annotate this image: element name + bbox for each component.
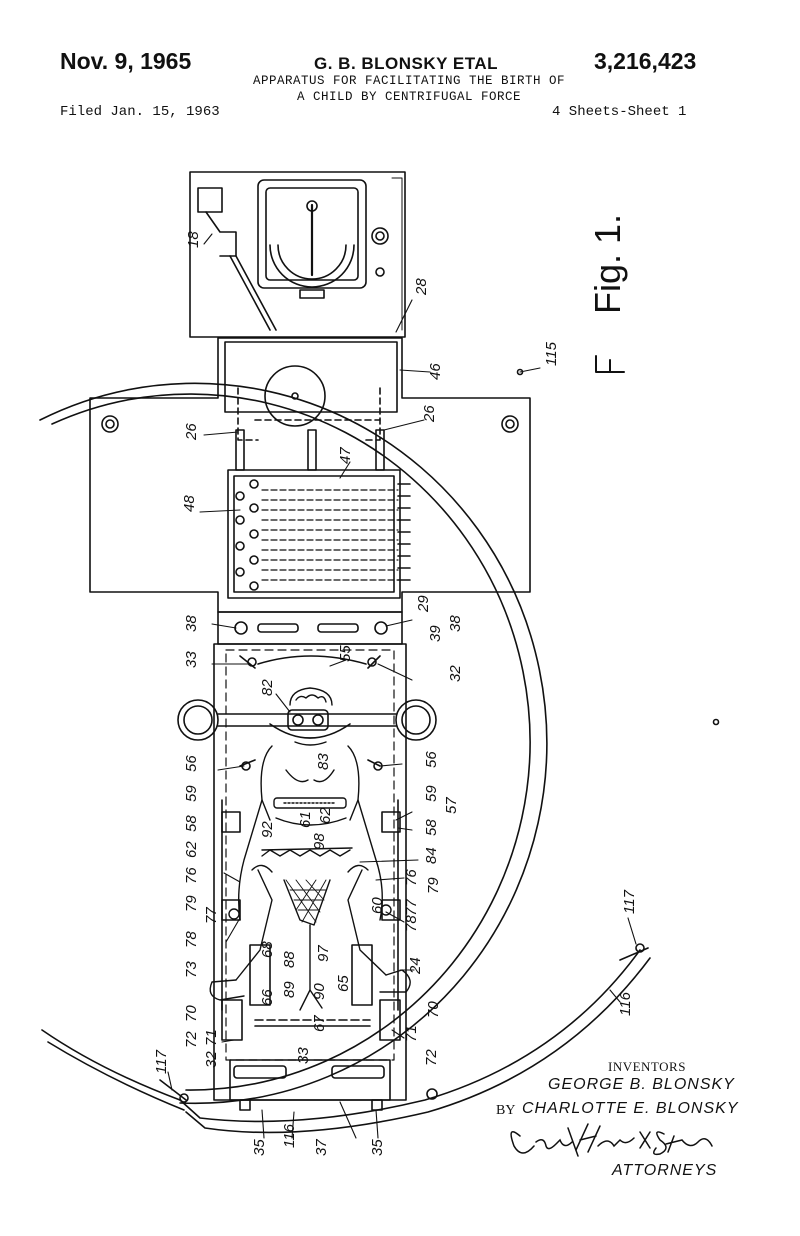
ref-97: 97 bbox=[315, 945, 332, 962]
ref-56-right: 56 bbox=[423, 751, 440, 768]
inventors-label: INVENTORS bbox=[608, 1059, 686, 1074]
inventor-charlotte-blonsky: CHARLOTTE E. BLONSKY bbox=[522, 1100, 739, 1117]
control-box bbox=[189, 171, 406, 338]
leader-lines bbox=[167, 233, 637, 1139]
ref-117-right: 117 bbox=[621, 889, 638, 914]
patient-table bbox=[213, 611, 407, 1111]
ref-58-left: 58 bbox=[183, 815, 200, 832]
ref-32-top: 32 bbox=[447, 665, 464, 682]
base-platform bbox=[89, 337, 531, 613]
ref-71-left: 71 bbox=[203, 1029, 220, 1046]
ref-60: 60 bbox=[369, 897, 386, 914]
ref-116-right: 116 bbox=[617, 991, 634, 1016]
ref-70-left: 70 bbox=[183, 1005, 200, 1022]
ref-70-right: 70 bbox=[425, 1001, 442, 1018]
ref-67: 67 bbox=[311, 1015, 328, 1032]
ref-56-left: 56 bbox=[183, 755, 200, 772]
ref-77-right: 77 bbox=[403, 899, 420, 916]
ref-39: 39 bbox=[427, 625, 444, 642]
ref-68: 68 bbox=[259, 941, 276, 958]
centrifugal-ring bbox=[39, 368, 720, 1134]
ref-26-left: 26 bbox=[183, 423, 200, 441]
ref-18: 18 bbox=[185, 231, 202, 248]
patent-date: Nov. 9, 1965 bbox=[60, 48, 192, 74]
by-label: BY bbox=[496, 1103, 516, 1118]
ref-35-left: 35 bbox=[251, 1139, 268, 1156]
head-restraint bbox=[177, 699, 437, 741]
ref-116-bottom: 116 bbox=[281, 1123, 298, 1148]
ref-38-right: 38 bbox=[447, 615, 464, 632]
attorneys-label: ATTORNEYS bbox=[612, 1162, 718, 1179]
ref-59-right: 59 bbox=[423, 785, 440, 802]
ref-83: 83 bbox=[315, 753, 332, 770]
ref-61: 61 bbox=[297, 811, 314, 828]
ref-33-bottom: 33 bbox=[295, 1047, 312, 1064]
ref-59-left: 59 bbox=[183, 785, 200, 802]
ref-58-right: 58 bbox=[423, 819, 440, 836]
ref-76-left: 76 bbox=[183, 867, 200, 884]
ref-92: 92 bbox=[259, 821, 276, 838]
attorney-signature bbox=[510, 1123, 713, 1157]
inventor-heading: G. B. BLONSKY ETAL bbox=[314, 54, 499, 73]
ref-55: 55 bbox=[337, 645, 354, 662]
ref-79-right: 79 bbox=[425, 877, 442, 894]
ref-82: 82 bbox=[259, 679, 276, 696]
drawer-unit bbox=[227, 469, 411, 599]
ref-88: 88 bbox=[281, 951, 298, 968]
ref-33-top: 33 bbox=[183, 651, 200, 668]
ref-115: 115 bbox=[543, 341, 560, 366]
ref-71-right: 71 bbox=[403, 1025, 420, 1042]
ref-37: 37 bbox=[313, 1139, 330, 1156]
sheet-count: 4 Sheets-Sheet 1 bbox=[552, 104, 687, 120]
ref-62-center: 62 bbox=[317, 807, 334, 824]
patent-title-line-2: A CHILD BY CENTRIFUGAL FORCE bbox=[296, 90, 522, 104]
ref-66: 66 bbox=[259, 989, 276, 1006]
ref-76-right: 76 bbox=[403, 869, 420, 886]
ref-24: 24 bbox=[407, 957, 424, 975]
figure-label: Fig. 1. bbox=[587, 214, 628, 314]
ref-72-right: 72 bbox=[423, 1049, 440, 1066]
ref-62-left: 62 bbox=[183, 841, 200, 858]
ref-89: 89 bbox=[281, 981, 298, 998]
figure-label-graphic bbox=[595, 355, 625, 373]
ref-78-right: 78 bbox=[403, 915, 420, 932]
patent-number: 3,216,423 bbox=[594, 48, 697, 74]
ref-32-bottom: 32 bbox=[203, 1051, 220, 1068]
ref-47: 47 bbox=[337, 447, 354, 464]
ref-90: 90 bbox=[311, 983, 328, 1000]
ref-28: 28 bbox=[413, 278, 430, 296]
filed-date: Filed Jan. 15, 1963 bbox=[60, 104, 220, 120]
ref-78-left: 78 bbox=[183, 931, 200, 948]
ref-46: 46 bbox=[427, 363, 444, 380]
ref-29: 29 bbox=[415, 595, 432, 613]
ref-79-left: 79 bbox=[183, 895, 200, 912]
ref-38-left: 38 bbox=[183, 615, 200, 632]
ref-84: 84 bbox=[423, 847, 440, 864]
ref-26-right: 26 bbox=[421, 405, 438, 423]
ref-65: 65 bbox=[335, 975, 352, 992]
ref-35-right: 35 bbox=[369, 1139, 386, 1156]
patent-title-line-1: APPARATUS FOR FACILITATING THE BIRTH OF bbox=[252, 74, 566, 88]
ref-117-left: 117 bbox=[153, 1049, 170, 1074]
ref-98: 98 bbox=[311, 833, 328, 850]
ref-77-left: 77 bbox=[203, 907, 220, 924]
ref-57: 57 bbox=[443, 797, 460, 814]
ref-48: 48 bbox=[181, 495, 198, 512]
ref-73: 73 bbox=[183, 961, 200, 978]
ref-72-left: 72 bbox=[183, 1031, 200, 1048]
inventor-george-blonsky: GEORGE B. BLONSKY bbox=[548, 1076, 735, 1093]
